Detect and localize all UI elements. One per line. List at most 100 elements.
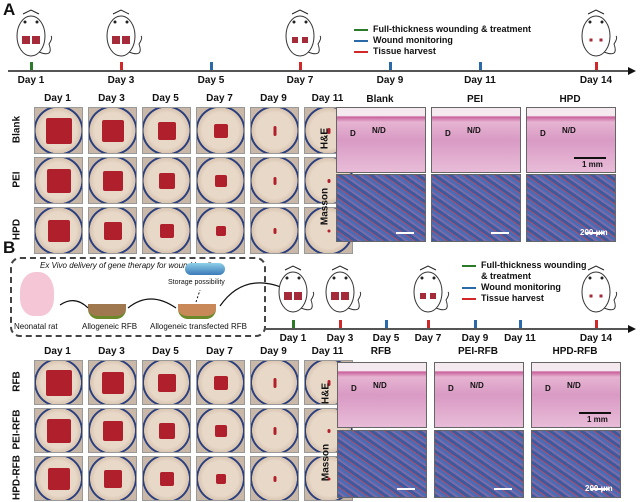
legend-item: Tissue harvest	[354, 46, 531, 57]
timeline-day-label: Day 3	[326, 333, 354, 344]
grid-column-header: Day 7	[206, 346, 233, 357]
grid-column-header: Day 1	[44, 346, 71, 357]
rat-icon	[271, 264, 315, 320]
wound-area	[47, 467, 70, 490]
timeline-tick	[292, 320, 295, 328]
wound-photo	[88, 456, 137, 501]
timeline-day-label: Day 11	[464, 75, 496, 86]
timeline-day-label: Day 5	[197, 75, 225, 86]
arrow-icon	[195, 289, 201, 303]
legend-item: Tissue harvest	[462, 293, 587, 304]
rat-icon	[278, 8, 322, 64]
wound-area	[46, 418, 71, 443]
wound-area	[273, 377, 276, 388]
masson-stain-image	[336, 174, 426, 242]
wound-photo	[34, 408, 83, 453]
transfected-rfb-dish-icon	[178, 304, 216, 319]
step-label: Allogeneic RFB	[82, 322, 138, 331]
timeline-day-label: Day 1	[279, 333, 307, 344]
grid-row-label: PEI-RFB	[11, 409, 23, 450]
wound-area	[101, 119, 124, 142]
dermis-label: D	[351, 384, 357, 394]
wound-area	[47, 219, 70, 242]
wound-photo	[142, 207, 191, 254]
histology-row-label: H&E	[319, 127, 331, 150]
wound-photo	[34, 360, 83, 405]
wound-area	[46, 168, 71, 193]
he-stain-image	[337, 362, 427, 428]
wound-photo	[88, 157, 137, 204]
histology-column-header: PEI-RFB	[458, 346, 498, 357]
legend-label: Tissue harvest	[373, 46, 436, 56]
grid-row-label: HPD-RFB	[11, 455, 23, 500]
grid-column-header: Day 9	[260, 346, 287, 357]
rat-icon	[406, 264, 450, 320]
wound-area	[327, 127, 330, 134]
wound-area	[327, 379, 330, 386]
he-stain-image	[531, 362, 621, 428]
legend-label: Tissue harvest	[481, 293, 544, 303]
timeline-day-label: Day 3	[107, 75, 135, 86]
step-label: Neonatal rat	[14, 322, 58, 331]
timeline-tick	[210, 62, 213, 70]
wound-photo	[34, 157, 83, 204]
timeline-day-label: Day 14	[579, 75, 613, 86]
legend-item: Wound monitoring	[354, 35, 531, 46]
masson-stain-image	[531, 430, 621, 498]
wound-photo	[196, 360, 245, 405]
grid-column-header: Day 9	[260, 93, 287, 104]
wound-area	[213, 375, 228, 390]
wound-area	[273, 426, 276, 435]
wound-photo	[250, 157, 299, 204]
wound-photo	[34, 207, 83, 254]
dermis-label: D	[350, 129, 356, 139]
legend-label: Full-thickness wounding	[481, 260, 587, 270]
scale-bar	[579, 412, 611, 414]
timeline-arrow-icon	[628, 325, 636, 333]
scale-bar	[396, 232, 414, 234]
histology-column-header: HPD	[559, 94, 581, 105]
wound-photo	[142, 408, 191, 453]
timeline-tick	[595, 320, 598, 328]
legend-label: & treatment	[481, 271, 532, 281]
legend-label: Wound monitoring	[373, 35, 453, 45]
wound-photo	[196, 408, 245, 453]
timeline-axis	[8, 70, 628, 72]
wound-area	[273, 475, 276, 482]
timeline-arrow-icon	[628, 67, 636, 75]
grid-column-header: Day 3	[98, 93, 125, 104]
wound-area	[214, 174, 227, 187]
wound-photo	[88, 107, 137, 154]
timeline-tick	[299, 62, 302, 70]
rfb-dish-icon	[88, 304, 126, 319]
wound-area	[273, 176, 276, 185]
wound-area	[327, 428, 330, 433]
legend-a: Full-thickness wounding & treatment Woun…	[354, 24, 531, 57]
grid-column-header: Day 11	[311, 346, 344, 357]
ex-vivo-box	[10, 257, 266, 337]
wound-photo	[34, 107, 83, 154]
timeline-tick	[385, 320, 388, 328]
rat-icon	[9, 8, 53, 64]
legend-b: Full-thickness wounding & treatment Woun…	[462, 260, 587, 304]
scale-bar	[397, 488, 415, 490]
masson-stain-image	[337, 430, 427, 498]
wound-area	[103, 469, 122, 488]
grid-column-header: Day 3	[98, 346, 125, 357]
wound-photo	[142, 360, 191, 405]
histology-column-header: PEI	[466, 94, 484, 105]
step-label: Allogeneic transfected RFB	[150, 322, 247, 331]
ex-vivo-title-rest: delivery of gene therapy for wound heali…	[66, 261, 220, 270]
wound-area	[159, 223, 174, 238]
rat-icon	[574, 8, 618, 64]
dermis-label: D	[540, 129, 546, 139]
neodermis-label: N/D	[467, 126, 481, 136]
timeline-day-label: Day 7	[414, 333, 442, 344]
histology-row-label: H&E	[320, 382, 332, 405]
timeline-tick	[339, 320, 342, 328]
histology-row-label: Masson	[320, 443, 332, 482]
grid-column-header: Day 5	[152, 346, 179, 357]
masson-stain-image	[431, 174, 521, 242]
wound-photo	[88, 360, 137, 405]
wound-area	[45, 117, 72, 144]
